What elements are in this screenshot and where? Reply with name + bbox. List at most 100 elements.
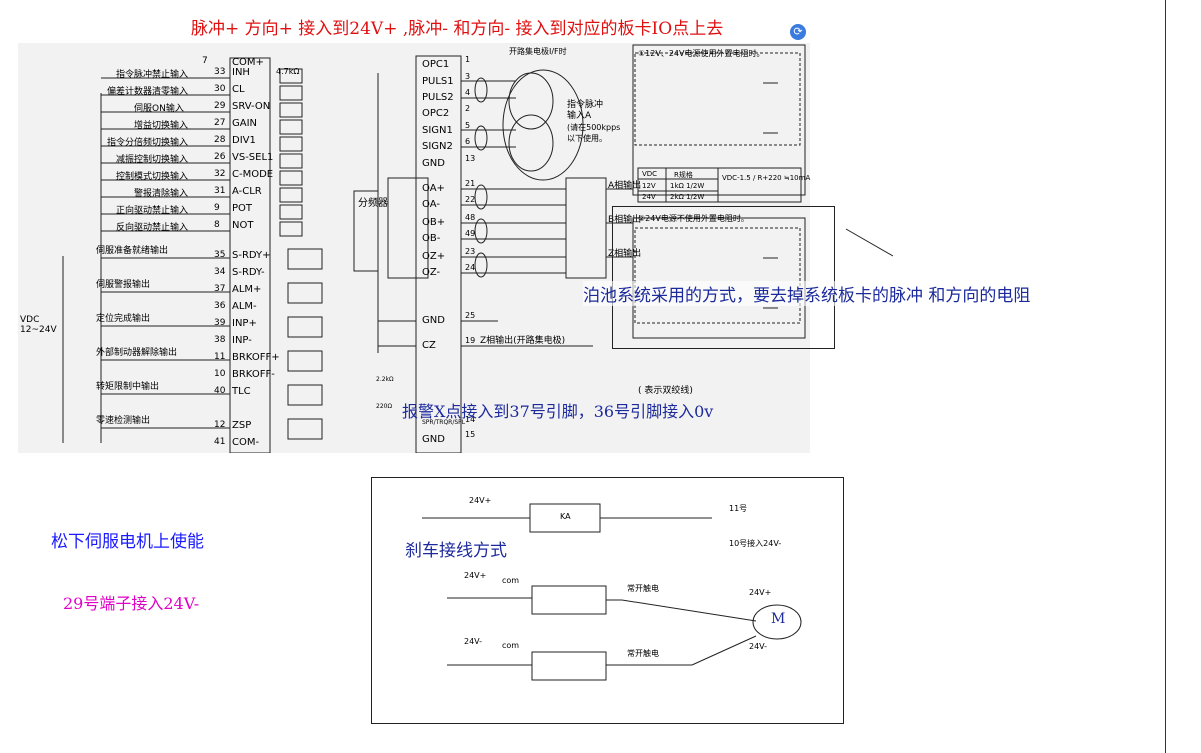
input-signal-name: INH bbox=[232, 67, 250, 78]
output-signal-pin: 36 bbox=[214, 301, 226, 311]
connector-pin-number: 4 bbox=[465, 88, 471, 97]
connector-pin-name: SIGN2 bbox=[422, 141, 453, 152]
output-signal-name: BRKOFF- bbox=[232, 369, 275, 380]
brake-com-1: com bbox=[502, 576, 520, 585]
input-signal-pin: 29 bbox=[214, 101, 226, 111]
connector-pin-name: OPC2 bbox=[422, 108, 450, 119]
output-signal-label: 定位完成输出 bbox=[96, 314, 151, 324]
output-signal-label: 转矩限制中输出 bbox=[96, 382, 160, 392]
input-signal-label: 反向驱动禁止输入 bbox=[116, 223, 189, 233]
inset2-title: ②24V电源不使用外置电阻时。 bbox=[638, 214, 749, 223]
connector-pin-number: 2 bbox=[465, 104, 471, 113]
connector-pin-number: 49 bbox=[465, 229, 476, 238]
input-signal-pin: 26 bbox=[214, 152, 226, 162]
connector-pin-name: OA- bbox=[422, 199, 440, 210]
input-signal-pin: 33 bbox=[214, 67, 226, 77]
connector-pin-number: 24 bbox=[465, 263, 476, 272]
input-signal-pin: 9 bbox=[214, 203, 220, 213]
page-right-rule bbox=[1165, 0, 1166, 753]
inset1-title: ①12V、24V电源使用外置电阻时。 bbox=[638, 49, 765, 58]
input-signal-label: 减振控制切换输入 bbox=[116, 155, 189, 165]
brake-wiring-box: 24V+ KA 11号 刹车接线方式 10号接入24V- 24V+ com 常开… bbox=[371, 477, 844, 724]
inset-table-r1c1: 2kΩ 1/2W bbox=[670, 193, 705, 201]
callout-box bbox=[612, 206, 835, 349]
connector-pin-name: GND bbox=[422, 434, 445, 445]
brake-wiring-svg bbox=[422, 503, 802, 681]
connector-pin-number: 19 bbox=[465, 336, 476, 345]
connector-pin-name: OZ+ bbox=[422, 251, 446, 262]
connector-pin-number: 21 bbox=[465, 179, 476, 188]
output-signal-pin: 12 bbox=[214, 420, 226, 430]
output-signal-label: 伺服警报输出 bbox=[96, 280, 151, 290]
input-signal-pin: 8 bbox=[214, 220, 220, 230]
output-signal-pin: 35 bbox=[214, 250, 226, 260]
input-signal-name: CL bbox=[232, 84, 245, 95]
output-signal-pin: 10 bbox=[214, 369, 226, 379]
brake-24v-plus-2: 24V+ bbox=[464, 571, 487, 580]
input-signal-label: 偏差计数器清零输入 bbox=[107, 87, 189, 97]
connector-pin-name: OZ- bbox=[422, 267, 441, 278]
output-signal-name: INP+ bbox=[232, 318, 257, 329]
input-optocoupler bbox=[279, 85, 303, 101]
input-signal-name: C-MODE bbox=[232, 169, 274, 180]
output-signal-label: 零速检测输出 bbox=[96, 416, 151, 426]
output-signal-label: 伺服准备就绪输出 bbox=[96, 246, 169, 256]
output-optocoupler bbox=[287, 282, 323, 304]
z-phase-output: Z相输出 bbox=[608, 249, 642, 259]
a-phase-output: A相输出 bbox=[608, 181, 642, 191]
input-signal-label: 控制模式切换输入 bbox=[116, 172, 189, 182]
connector-pin-number: 3 bbox=[465, 72, 471, 81]
output-signal-pin: 39 bbox=[214, 318, 226, 328]
input-signal-label: 指令脉冲禁止输入 bbox=[116, 70, 189, 80]
output-signal-name: ALM+ bbox=[232, 284, 262, 295]
inset-table-r1c0: 24V bbox=[642, 193, 656, 201]
connector-pin-name: GND bbox=[422, 315, 445, 326]
settings-badge-icon[interactable]: ⟳ bbox=[790, 24, 806, 40]
enable-title: 松下伺服电机上使能 bbox=[51, 532, 204, 552]
output-signal-name: ZSP bbox=[232, 420, 252, 431]
output-signal-name: COM- bbox=[232, 437, 260, 448]
connector-pin-name: OPC1 bbox=[422, 59, 450, 70]
resistor-label: 4.7kΩ bbox=[276, 67, 300, 76]
callout-pointer bbox=[845, 228, 894, 257]
res-label-a: 2.2kΩ bbox=[376, 376, 394, 383]
inset-table-r0c1: 1kΩ 1/2W bbox=[670, 182, 705, 190]
input-signal-label: 指令分倍频切换输入 bbox=[107, 138, 189, 148]
cmd-pulse-label: 指令脉冲 输入A (请在500kpps 以下使用。 bbox=[567, 100, 621, 143]
output-signal-pin: 11 bbox=[214, 352, 226, 362]
connector-pin-number: 5 bbox=[465, 121, 471, 130]
output-signal-label: 外部制动器解除输出 bbox=[96, 348, 178, 358]
output-signal-name: S-RDY- bbox=[232, 267, 265, 278]
output-signal-pin: 34 bbox=[214, 267, 226, 277]
wiring-diagram-svg bbox=[62, 44, 806, 453]
output-signal-pin: 37 bbox=[214, 284, 226, 294]
input-signal-name: NOT bbox=[232, 220, 254, 231]
connector-pin-number: 15 bbox=[465, 430, 476, 439]
connector-pin-number: 14 bbox=[465, 415, 476, 424]
input-optocoupler bbox=[279, 204, 303, 220]
connector-pin-name: OA+ bbox=[422, 183, 445, 194]
connector-pin-name: GND bbox=[422, 158, 445, 169]
input-signal-name: VS-SEL1 bbox=[232, 152, 274, 163]
input-optocoupler bbox=[279, 170, 303, 186]
output-optocoupler bbox=[287, 418, 323, 440]
input-optocoupler bbox=[279, 187, 303, 203]
input-optocoupler bbox=[279, 102, 303, 118]
com-plus-pin: 7 bbox=[202, 56, 208, 66]
inset-table-h2: VDC-1.5 / R+220 ≒10mA bbox=[722, 174, 811, 182]
inset-table-h0: VDC bbox=[642, 170, 658, 178]
connector-pin-number: 1 bbox=[465, 55, 471, 64]
brake-pin10-note: 10号接入24V- bbox=[729, 539, 782, 548]
twisted-pair-note: ( 表示双绞线) bbox=[638, 386, 693, 396]
connector-pin-name: OB+ bbox=[422, 217, 446, 228]
connector-pin-name: CZ bbox=[422, 340, 436, 351]
input-optocoupler bbox=[279, 119, 303, 135]
connector-pin-name: SIGN1 bbox=[422, 125, 453, 136]
input-signal-pin: 28 bbox=[214, 135, 226, 145]
brake-24v-plus-motor: 24V+ bbox=[749, 588, 772, 597]
output-signal-name: TLC bbox=[232, 386, 251, 397]
brake-nc-1: 常开触电 bbox=[627, 584, 659, 593]
input-signal-pin: 32 bbox=[214, 169, 226, 179]
input-signal-name: DIV1 bbox=[232, 135, 256, 146]
